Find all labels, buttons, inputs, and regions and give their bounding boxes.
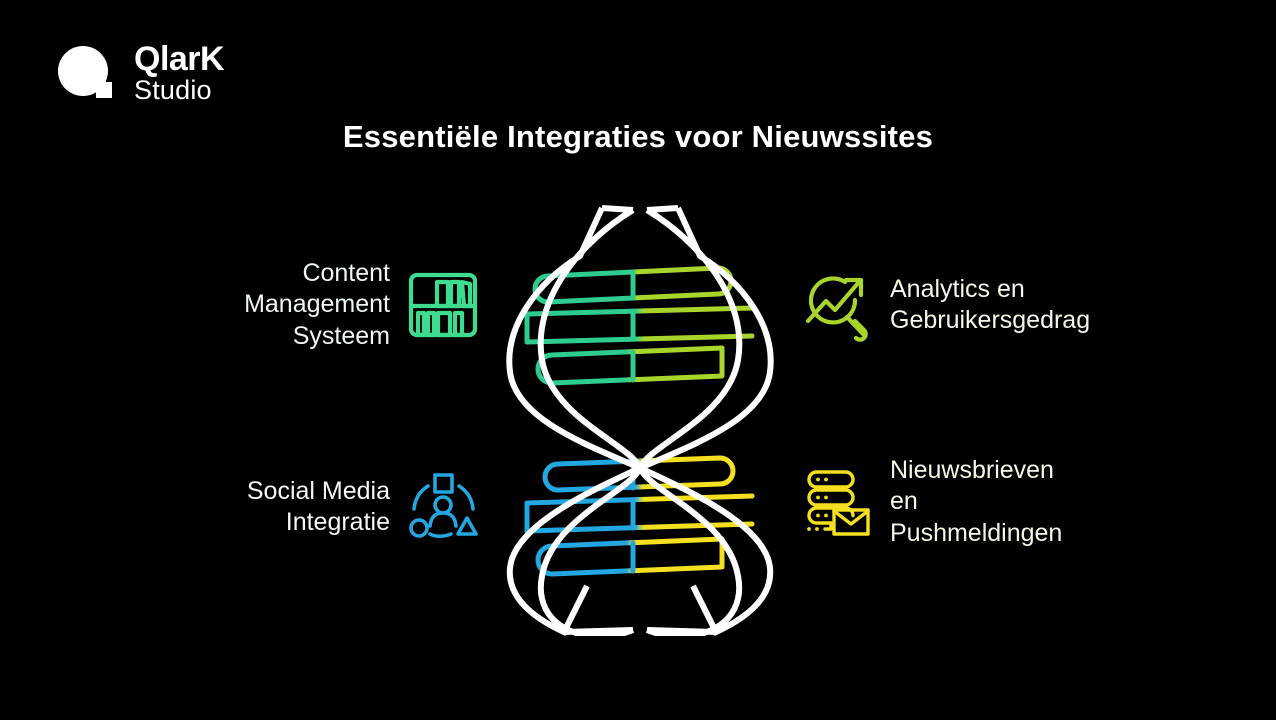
logo-name: QlarK: [134, 39, 225, 78]
logo-wordmark: QlarK Studio: [134, 39, 225, 105]
dna-rung: [524, 493, 755, 506]
dna-rung: [542, 455, 736, 493]
dna-double-helix-graphic: [480, 196, 800, 636]
dna-strand-a-inner-lower: [537, 466, 643, 636]
feature-content-management-systeem: Content Management Systeem: [205, 258, 480, 352]
brand-logo: QlarK Studio: [58, 39, 225, 105]
dna-rung: [524, 333, 755, 345]
dna-rung: [524, 521, 755, 534]
logo-mark-icon: [58, 42, 120, 104]
dna-strand-b: [506, 206, 774, 636]
dna-rung: [535, 536, 725, 577]
dna-strand-a-inner: [537, 207, 643, 470]
dna-strand-b-inner-lower: [637, 466, 743, 636]
feature-social-media-integratie: Social Media Integratie: [208, 470, 480, 544]
feature-analytics-gebruikersgedrag: Analytics en Gebruikersgedrag: [800, 268, 1090, 342]
dna-cap-bottom-left: [563, 627, 634, 635]
logo-square-shape: [96, 82, 112, 98]
social-network-person-icon: [406, 470, 480, 544]
server-envelope-icon: [800, 465, 874, 539]
dna-rung: [535, 345, 725, 386]
page-title: Essentiële Integraties voor Nieuwssites: [342, 119, 934, 154]
dna-strand-a: [506, 206, 774, 636]
dna-rung: [532, 265, 734, 305]
analytics-magnifier-trend-icon: [800, 268, 874, 342]
dna-rung: [524, 305, 755, 317]
feature-label-social: Social Media Integratie: [246, 476, 390, 536]
logo-subtitle: Studio: [134, 74, 212, 105]
feature-label-newsletters: Nieuwsbrieven en Pushmeldingen: [890, 456, 1063, 547]
feature-label-cms: Content Management Systeem: [244, 259, 390, 350]
feature-nieuwsbrieven-pushmeldingen: Nieuwsbrieven en Pushmeldingen: [800, 455, 1062, 549]
feature-label-analytics: Analytics en Gebruikersgedrag: [890, 274, 1091, 334]
dna-strand-b-inner: [637, 207, 743, 470]
bookshelf-icon: [406, 268, 480, 342]
dna-cap-bottom-right: [646, 627, 717, 635]
